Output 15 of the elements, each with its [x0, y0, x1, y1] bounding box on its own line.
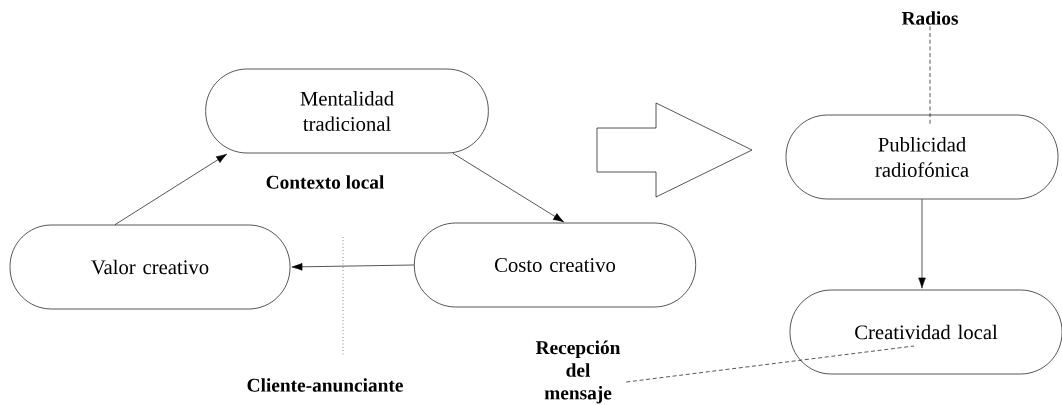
note-text: Contexto local — [266, 175, 384, 189]
process-box: Valor creativo — [9, 224, 291, 310]
arrow — [452, 153, 565, 223]
arrow — [918, 199, 926, 289]
process-box: Creatividad local — [789, 289, 1062, 375]
note-text: Cliente-anunciante — [247, 378, 403, 392]
arrow — [114, 153, 228, 225]
note-text: Radios — [901, 11, 958, 25]
leader-line — [929, 26, 931, 125]
process-box: Mentalidad tradicional — [205, 68, 489, 154]
process-box: Publicidad radiofónica — [785, 114, 1059, 200]
arrow — [291, 263, 415, 271]
process-box: Costo creativo — [414, 222, 696, 308]
note-text: Recepción del mensaje — [535, 340, 621, 404]
leader-line — [625, 345, 915, 383]
